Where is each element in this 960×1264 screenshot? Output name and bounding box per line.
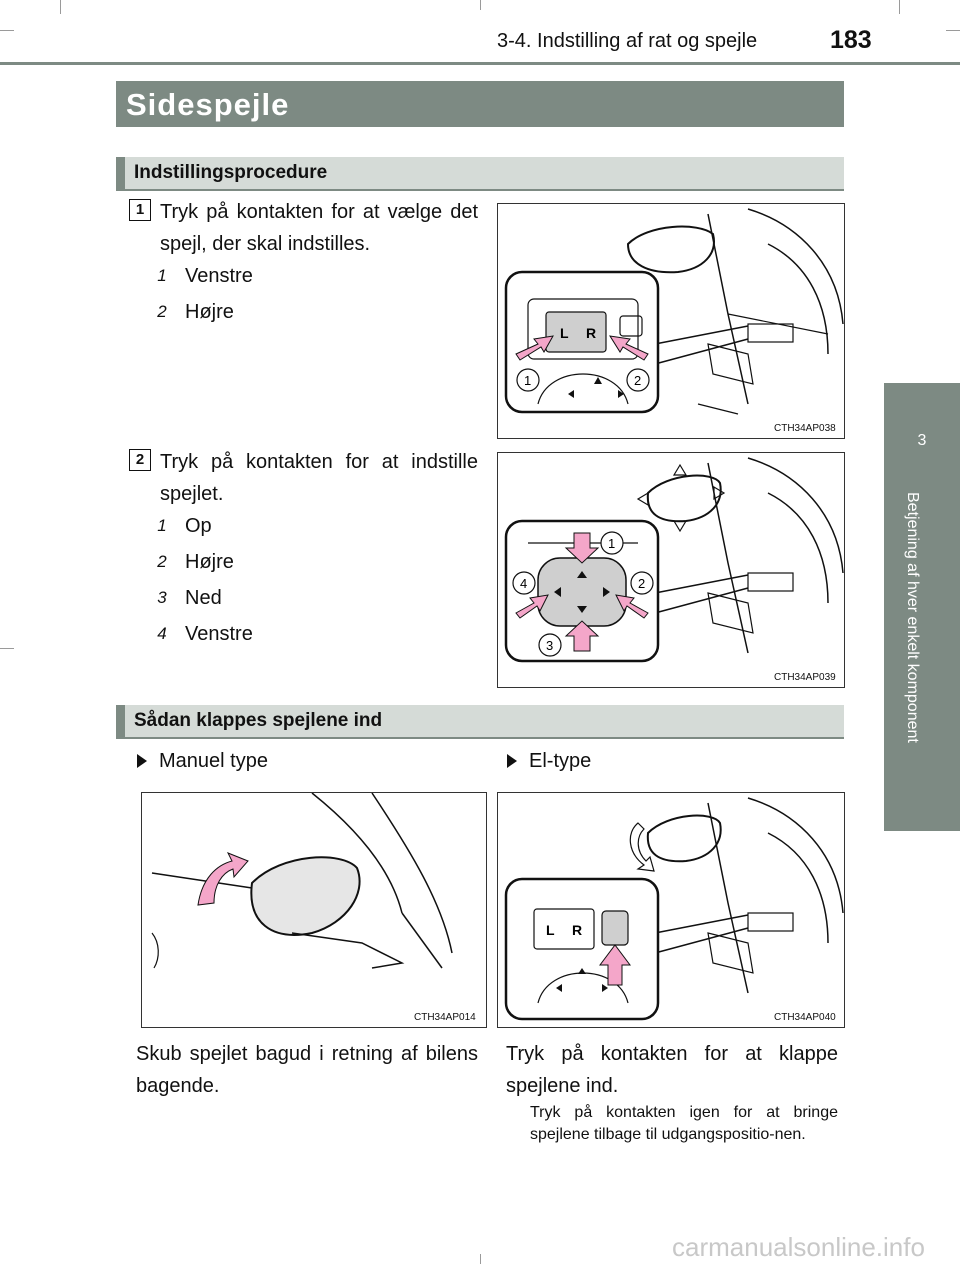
section-title-bar: Sidespejle — [116, 81, 844, 127]
step1-item1-label: Venstre — [185, 265, 253, 287]
watermark: carmanualsonline.info — [672, 1232, 925, 1262]
subheading-fold: Sådan klappes spejlene ind — [116, 705, 844, 739]
figure-mirror-select: L R 1 2 CTH34AP038 — [497, 203, 845, 439]
chapter-number: 3 — [917, 432, 927, 449]
section-title: Sidespejle — [126, 87, 290, 122]
electric-type-label: El-type — [529, 750, 592, 772]
step2-item2-label: Højre — [185, 551, 234, 573]
step2-item1-label: Op — [185, 515, 212, 537]
crop-mark — [0, 30, 14, 31]
switch-label-r: R — [586, 325, 596, 341]
manual-fold-illustration — [151, 793, 453, 969]
step2-item4-label: Venstre — [185, 623, 253, 645]
chapter-title: Betjening af hver enkelt komponent — [904, 492, 921, 743]
step2-item4-num: 4 — [157, 624, 167, 643]
figure-mirror-adjust: 1 2 3 4 CTH34AP039 — [497, 452, 845, 688]
manual-type-text: Skub spejlet bagud i retning af bilens b… — [136, 1043, 478, 1097]
switch-label-r: R — [572, 922, 582, 938]
step1-item1-num: 1 — [157, 266, 167, 285]
step2-text: Tryk på kontakten for at indstille spejl… — [160, 451, 478, 505]
crop-mark — [899, 0, 900, 14]
bullet-triangle-icon — [507, 754, 517, 768]
callout-3: 3 — [546, 638, 553, 653]
crop-mark — [60, 0, 61, 14]
header-rule — [0, 62, 960, 65]
subheading-fold-text: Sådan klappes spejlene ind — [134, 710, 383, 731]
figure-electric-fold: L R CTH34AP040 — [497, 792, 845, 1028]
subheading-bar — [116, 157, 125, 189]
manual-type-label: Manuel type — [159, 750, 268, 772]
switch-label-l: L — [546, 922, 555, 938]
electric-type-note: Tryk på kontakten igen for at bringe spe… — [530, 1104, 838, 1143]
step1-item2-num: 2 — [157, 302, 167, 321]
step2-item1-num: 1 — [157, 516, 167, 535]
step2-item3-num: 3 — [157, 588, 167, 607]
subheading-bar — [116, 705, 125, 737]
crop-mark — [0, 648, 14, 649]
page-number: 183 — [830, 26, 872, 54]
step2-item3-label: Ned — [185, 587, 222, 609]
step-number-1: 1 — [129, 199, 151, 221]
step1-text: Tryk på kontakten for at vælge det spejl… — [160, 201, 478, 255]
subheading-adjust-text: Indstillingsprocedure — [134, 162, 328, 183]
figure-code-2: CTH34AP039 — [774, 672, 836, 683]
callout-2: 2 — [634, 373, 641, 388]
electric-fold-illustration: L R — [504, 797, 844, 1021]
figure-manual-fold: CTH34AP014 — [141, 792, 487, 1028]
bullet-triangle-icon — [137, 754, 147, 768]
crop-mark — [480, 0, 481, 10]
subheading-adjust: Indstillingsprocedure — [116, 157, 844, 191]
electric-type-text: Tryk på kontakten for at klappe spejlene… — [506, 1043, 838, 1097]
mirror-adjust-illustration: 1 2 3 4 — [504, 457, 844, 663]
chapter-tab — [884, 383, 960, 831]
step-number-2: 2 — [129, 449, 151, 471]
callout-4: 4 — [520, 576, 527, 591]
callout-2: 2 — [638, 576, 645, 591]
header-section-path: 3-4. Indstilling af rat og spejle — [497, 30, 758, 52]
step2-item2-num: 2 — [157, 552, 167, 571]
switch-label-l: L — [560, 325, 569, 341]
mirror-select-illustration: L R 1 2 — [504, 208, 844, 415]
callout-1: 1 — [524, 373, 531, 388]
figure-code-1: CTH34AP038 — [774, 423, 836, 434]
crop-mark — [480, 1254, 481, 1264]
figure-code-3: CTH34AP014 — [414, 1012, 476, 1023]
figure-code-4: CTH34AP040 — [774, 1012, 836, 1023]
step1-item2-label: Højre — [185, 301, 234, 323]
callout-1: 1 — [608, 536, 615, 551]
crop-mark — [946, 30, 960, 31]
